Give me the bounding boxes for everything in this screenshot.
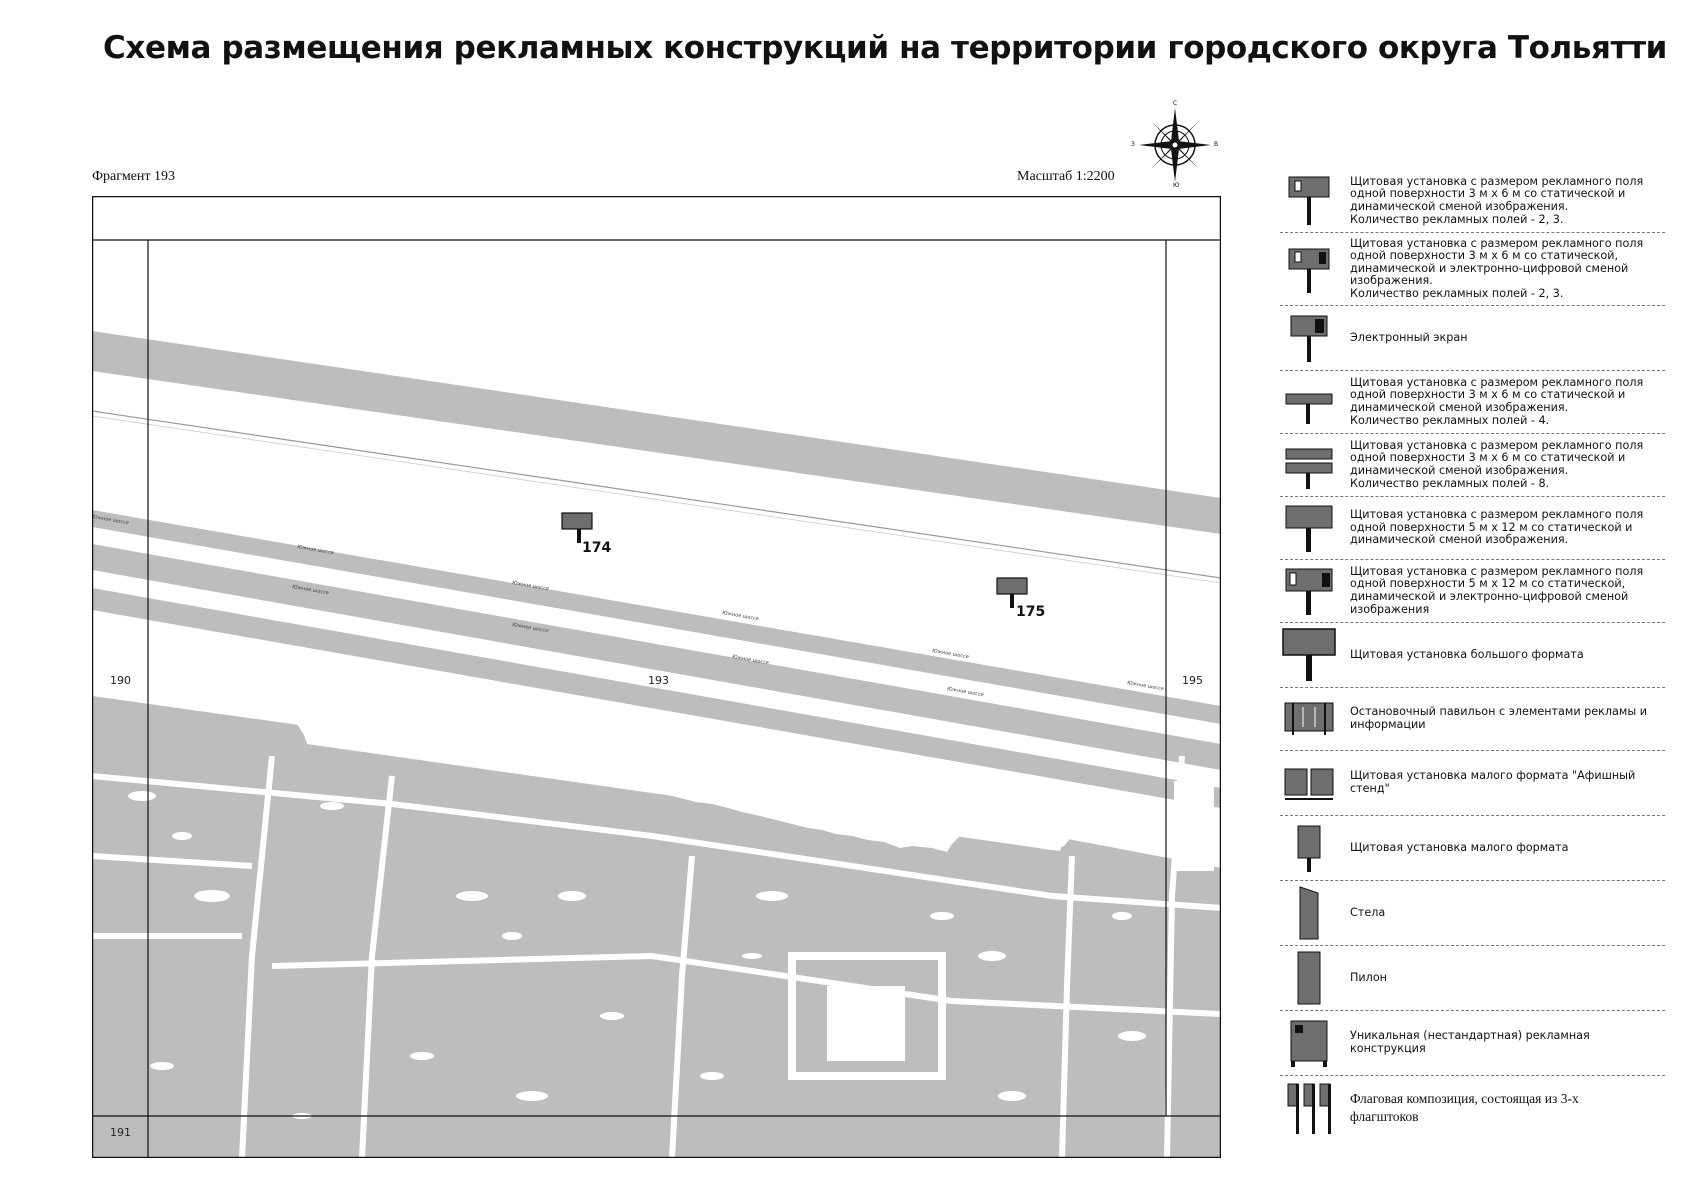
courtyard (788, 952, 946, 1080)
legend-text: Щитовая установка малого формата "Афишны… (1350, 769, 1636, 795)
billboard-8-fields-icon (1280, 439, 1338, 491)
compass-east-label: В (1214, 141, 1219, 148)
white-plot (1174, 781, 1214, 871)
legend-text: Щитовая установка с размером рекламного … (1350, 438, 1644, 490)
terrain-speckle (128, 791, 1146, 1119)
billboard-5x12-digital-icon (1280, 565, 1338, 617)
pylon-icon (1280, 950, 1338, 1006)
legend-text: Щитовая установка с размером рекламного … (1350, 375, 1644, 427)
large-format-billboard-icon (1280, 627, 1338, 683)
electronic-screen-icon (1280, 312, 1338, 364)
legend-text: Уникальная (нестандартная) рекламная кон… (1350, 1029, 1590, 1055)
legend-item-large-format-billboard: Щитовая установка большого формата (1280, 623, 1665, 688)
map-area[interactable]: 190 193 195 191 Южное шоссе Южное шоссе … (92, 196, 1221, 1158)
fragment-label: Фрагмент 193 (92, 169, 176, 184)
sheet-label-193: 193 (648, 674, 669, 687)
marker-175[interactable]: 175 (996, 577, 1045, 620)
legend-text: Щитовая установка с размером рекламного … (1350, 564, 1644, 616)
legend-text: Стела (1350, 905, 1386, 919)
legend-item-billboard-5x12: Щитовая установка с размером рекламного … (1280, 497, 1665, 560)
legend-item-bus-stop-pavilion: Остановочный павильон с элементами рекла… (1280, 688, 1665, 751)
compass-west-label: З (1131, 141, 1135, 148)
billboard-4-fields-icon (1280, 376, 1338, 428)
sheet-label-190: 190 (110, 674, 131, 687)
legend-item-billboard-digital: Щитовая установка с размером рекламного … (1280, 233, 1665, 306)
sheet-label-195: 195 (1182, 674, 1203, 687)
legend-item-stele: Стела (1280, 881, 1665, 946)
compass-north-label: С (1173, 100, 1178, 107)
poster-stand-icon (1280, 765, 1338, 801)
legend-item-billboard-4-fields: Щитовая установка с размером рекламного … (1280, 371, 1665, 434)
curb-line (93, 410, 1220, 579)
courtyard-inner (827, 986, 905, 1061)
billboard-digital-icon (1280, 243, 1338, 295)
legend-item-billboard-static-dynamic: Щитовая установка с размером рекламного … (1280, 170, 1665, 233)
small-format-billboard-icon (1280, 822, 1338, 874)
marker-175-label: 175 (1016, 604, 1045, 620)
billboard-5x12-icon (1280, 502, 1338, 554)
stele-icon (1280, 885, 1338, 941)
legend-item-poster-stand: Щитовая установка малого формата "Афишны… (1280, 751, 1665, 816)
central-white-area (93, 626, 1220, 856)
compass-rose-icon: С Ю В З (1131, 100, 1219, 190)
legend-text: Щитовая установка большого формата (1350, 647, 1584, 661)
road-strip-1 (93, 510, 1220, 724)
legend-item-flag-composition: Флаговая композиция, состоящая из 3-х фл… (1280, 1076, 1665, 1140)
legend-text: Флаговая композиция, состоящая из 3-х фл… (1350, 1091, 1579, 1124)
map-title: Схема размещения рекламных конструкций н… (103, 30, 1667, 66)
compass-south-label: Ю (1173, 182, 1180, 189)
curb-line-2 (93, 415, 1220, 584)
legend-item-electronic-screen: Электронный экран (1280, 306, 1665, 371)
street-grid (93, 755, 1220, 1157)
road-strip-3 (93, 588, 1220, 808)
billboard-static-dynamic-icon (1280, 175, 1338, 227)
scale-label: Масштаб 1:2200 (1017, 169, 1115, 184)
unique-structure-icon (1280, 1017, 1338, 1069)
legend-text: Пилон (1350, 970, 1387, 984)
map-outer-frame (92, 196, 1221, 1158)
legend-text: Щитовая установка с размером рекламного … (1350, 236, 1644, 300)
upper-green-strip (93, 331, 1220, 534)
marker-174[interactable]: 174 (561, 512, 611, 556)
legend: Щитовая установка с размером рекламного … (1280, 170, 1665, 1140)
legend-item-unique-structure: Уникальная (нестандартная) рекламная кон… (1280, 1011, 1665, 1076)
marker-174-label: 174 (582, 540, 611, 556)
legend-text: Щитовая установка малого формата (1350, 840, 1569, 854)
sheet-label-191: 191 (110, 1126, 131, 1139)
street-label: Южное шоссе (1127, 680, 1165, 692)
legend-text: Щитовая установка с размером рекламного … (1350, 174, 1644, 226)
legend-text: Электронный экран (1350, 330, 1468, 344)
road-strip-2 (93, 544, 1220, 770)
white-block-main (297, 716, 1067, 851)
legend-item-billboard-5x12-digital: Щитовая установка с размером рекламного … (1280, 560, 1665, 623)
legend-item-small-format-billboard: Щитовая установка малого формата (1280, 816, 1665, 881)
legend-item-billboard-8-fields: Щитовая установка с размером рекламного … (1280, 434, 1665, 497)
legend-text: Остановочный павильон с элементами рекла… (1350, 705, 1648, 731)
bus-stop-pavilion-icon (1280, 699, 1338, 739)
legend-text: Щитовая установка с размером рекламного … (1350, 508, 1644, 547)
flag-composition-icon (1280, 1080, 1338, 1136)
legend-item-pylon: Пилон (1280, 946, 1665, 1011)
